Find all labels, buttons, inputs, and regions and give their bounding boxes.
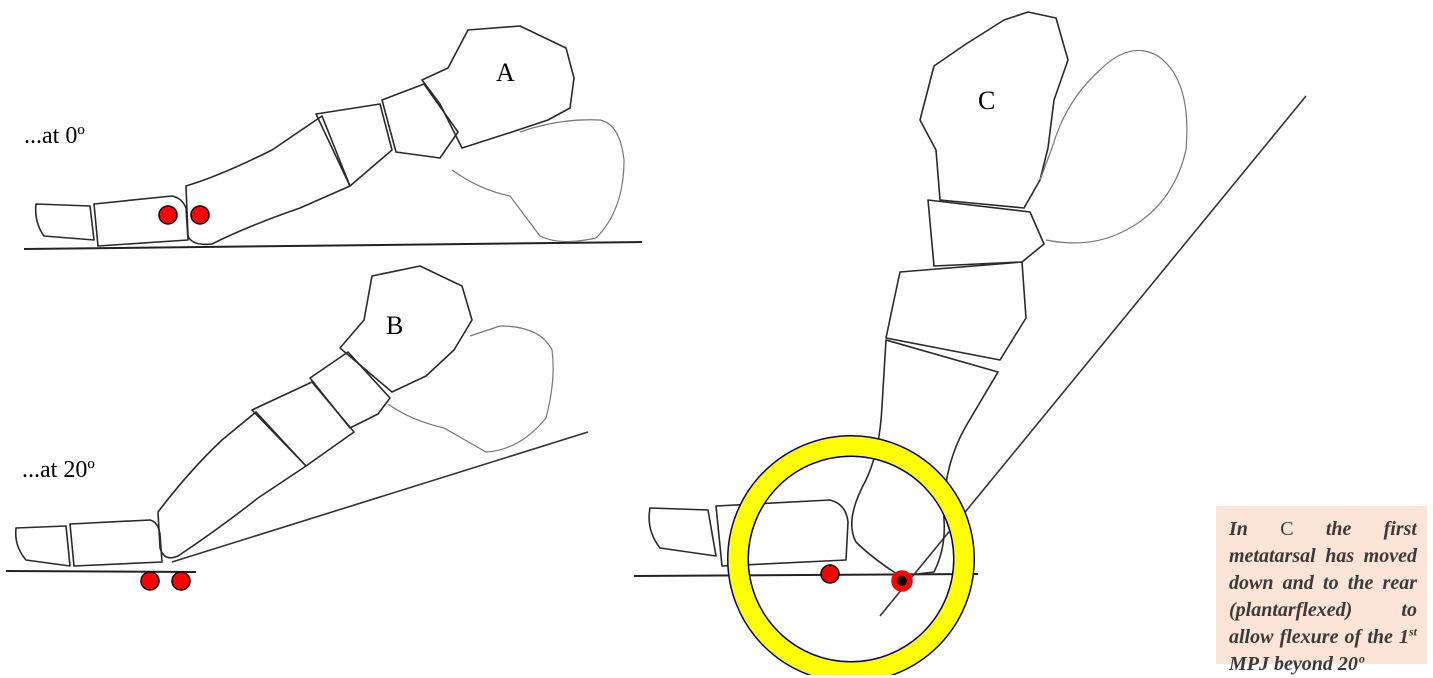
foot-figure-c [634,12,1306,672]
caption-text-1: the first metatarsal has moved down and … [1229,518,1417,648]
angle-label-0: ...at 0º [24,124,85,148]
caption-superscript: st [1409,624,1417,638]
ground-line-b [6,571,196,572]
incline-line-b [172,432,588,562]
calcaneus-b [388,326,553,452]
figure-label-a: A [496,60,515,86]
navicular-c [928,200,1044,266]
highlight-ring [738,446,964,672]
navicular-b [310,352,390,428]
proximal-phalanx-b [70,520,162,566]
cuneiform-a [316,104,392,186]
caption-text: In C the first metatarsal has moved down… [1229,516,1417,678]
figure-label-b: B [386,313,403,339]
first-metatarsal-b [158,412,306,558]
caption-lead: In [1229,518,1248,540]
foot-figure-b [6,266,588,590]
talus-a [422,26,574,148]
distal-phalanx-c [649,508,716,556]
marker-dot [821,565,839,583]
marker-dot [159,206,177,224]
distal-phalanx-b [16,526,70,566]
angle-label-20: ...at 20º [22,458,95,482]
marker-dot [172,572,190,590]
caption-text-2: MPJ beyond 20º [1229,653,1364,675]
marker-dot-sesamoid-center [897,576,907,586]
caption-figure-ref: C [1280,518,1293,540]
ground-line-c [634,574,978,576]
marker-dot [141,572,159,590]
foot-figure-a [24,26,642,249]
marker-dot [191,206,209,224]
figure-label-c: C [978,88,995,114]
distal-phalanx-a [36,204,94,240]
navicular-a [382,84,458,158]
talus-b [340,266,472,392]
calcaneus-a [452,120,624,242]
